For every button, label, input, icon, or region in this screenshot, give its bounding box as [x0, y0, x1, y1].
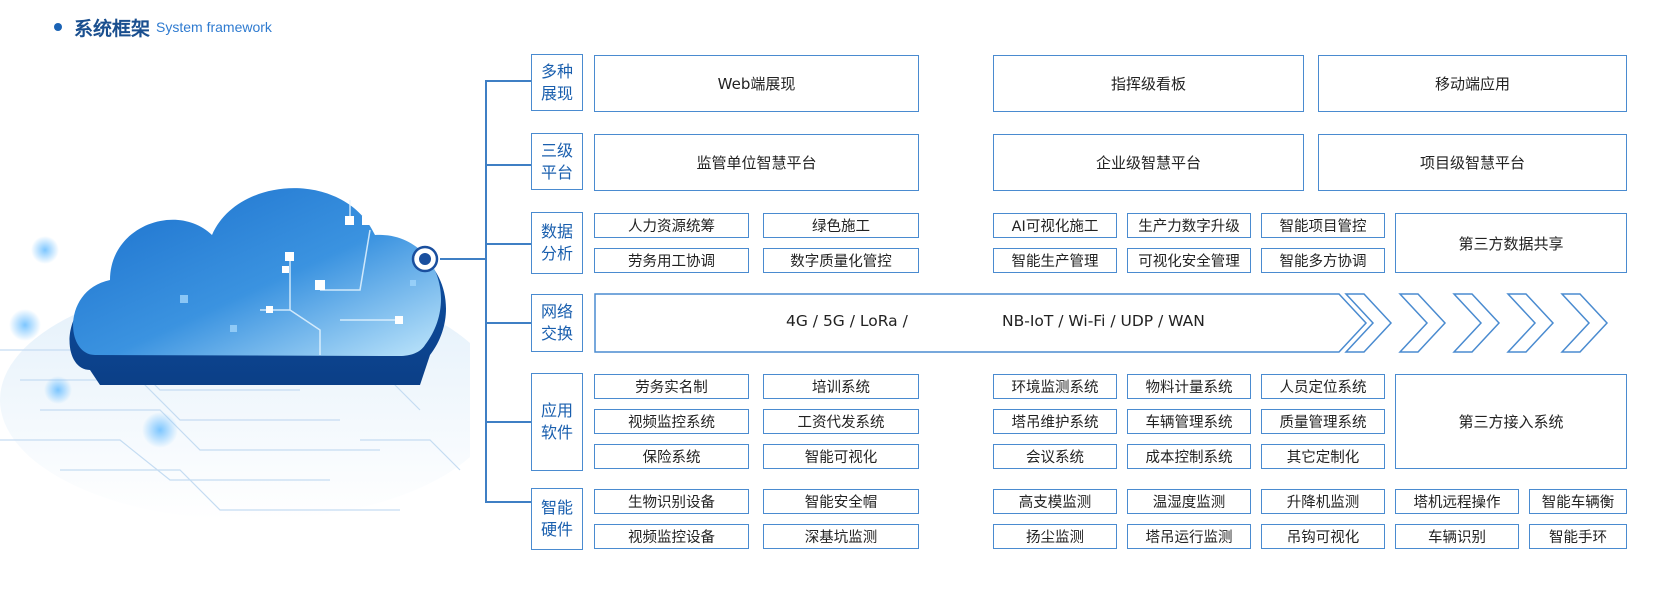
connector-branch-network	[485, 322, 531, 324]
connector-trunk	[485, 80, 487, 502]
software-item: 视频监控系统	[594, 409, 749, 434]
hardware-item: 温湿度监测	[1127, 489, 1251, 514]
platform-project: 项目级智慧平台	[1318, 134, 1627, 191]
software-third-party: 第三方接入系统	[1395, 374, 1627, 469]
software-item: 环境监测系统	[993, 374, 1117, 399]
display-mobile: 移动端应用	[1318, 55, 1627, 112]
analysis-item: 人力资源统筹	[594, 213, 749, 238]
hardware-item: 吊钩可视化	[1261, 524, 1385, 549]
hardware-item: 高支模监测	[993, 489, 1117, 514]
analysis-third-party: 第三方数据共享	[1395, 213, 1627, 273]
connector-branch-platform	[485, 164, 531, 166]
label-display: 多种 展现	[531, 54, 583, 111]
hardware-item: 视频监控设备	[594, 524, 749, 549]
section-header: 系统框架 System framework	[54, 14, 272, 40]
software-item: 保险系统	[594, 444, 749, 469]
connector-branch-analysis	[485, 243, 531, 245]
hardware-item: 塔机远程操作	[1395, 489, 1519, 514]
bullet-dot-icon	[54, 23, 62, 31]
analysis-item: 数字质量化管控	[763, 248, 919, 273]
network-protocols-b: NB-IoT / Wi-Fi / UDP / WAN	[1002, 312, 1205, 330]
label-platform: 三级 平台	[531, 133, 583, 190]
software-item: 车辆管理系统	[1127, 409, 1251, 434]
cloud-node-icon	[411, 245, 439, 273]
connector-branch-hardware	[485, 501, 531, 503]
display-command-board: 指挥级看板	[993, 55, 1304, 112]
section-title-en: System framework	[156, 19, 272, 35]
analysis-item: 劳务用工协调	[594, 248, 749, 273]
hardware-item: 生物识别设备	[594, 489, 749, 514]
analysis-item: 智能生产管理	[993, 248, 1117, 273]
software-item: 会议系统	[993, 444, 1117, 469]
software-item: 其它定制化	[1261, 444, 1385, 469]
connector-branch-software	[485, 421, 531, 423]
hardware-item: 智能手环	[1529, 524, 1627, 549]
connector-main	[440, 258, 486, 260]
analysis-item: 智能项目管控	[1261, 213, 1385, 238]
hardware-item: 深基坑监测	[763, 524, 919, 549]
software-item: 工资代发系统	[763, 409, 919, 434]
cloud-illustration	[0, 188, 470, 520]
connector-branch-display	[485, 80, 531, 82]
analysis-item: 绿色施工	[763, 213, 919, 238]
software-item: 质量管理系统	[1261, 409, 1385, 434]
software-item: 物料计量系统	[1127, 374, 1251, 399]
software-item: 培训系统	[763, 374, 919, 399]
hardware-item: 扬尘监测	[993, 524, 1117, 549]
hardware-item: 塔吊运行监测	[1127, 524, 1251, 549]
label-network: 网络 交换	[531, 294, 583, 352]
network-arrow	[594, 293, 1609, 353]
section-title-cn: 系统框架	[74, 17, 151, 40]
analysis-item: 智能多方协调	[1261, 248, 1385, 273]
hardware-item: 智能安全帽	[763, 489, 919, 514]
software-item: 人员定位系统	[1261, 374, 1385, 399]
network-protocols-a: 4G / 5G / LoRa /	[786, 312, 908, 330]
label-hardware: 智能 硬件	[531, 488, 583, 550]
display-web: Web端展现	[594, 55, 919, 112]
software-item: 劳务实名制	[594, 374, 749, 399]
software-item: 成本控制系统	[1127, 444, 1251, 469]
analysis-item: 可视化安全管理	[1127, 248, 1251, 273]
hardware-item: 智能车辆衡	[1529, 489, 1627, 514]
platform-enterprise: 企业级智慧平台	[993, 134, 1304, 191]
hardware-item: 升降机监测	[1261, 489, 1385, 514]
label-analysis: 数据 分析	[531, 212, 583, 274]
label-software: 应用 软件	[531, 373, 583, 471]
analysis-item: 生产力数字升级	[1127, 213, 1251, 238]
software-item: 智能可视化	[763, 444, 919, 469]
hardware-item: 车辆识别	[1395, 524, 1519, 549]
platform-regulator: 监管单位智慧平台	[594, 134, 919, 191]
analysis-item: AI可视化施工	[993, 213, 1117, 238]
software-item: 塔吊维护系统	[993, 409, 1117, 434]
